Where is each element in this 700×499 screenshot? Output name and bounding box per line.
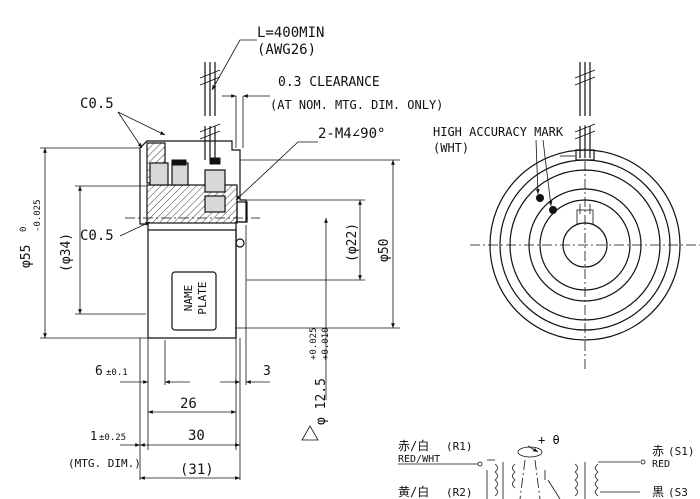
accuracy-mark-callout: HIGH ACCURACY MARK (WHT)	[433, 125, 564, 207]
wiring-schematic: 赤/白 (R1) RED/WHT 黄/白 (R2) + θ 赤 (S1) RED…	[398, 433, 695, 499]
len3-label: 3	[263, 364, 271, 379]
r1-en-label: RED/WHT	[398, 454, 440, 465]
dia55-tol-lower: -0.025	[33, 199, 43, 232]
stator-coil-mid	[171, 162, 189, 186]
chamfer-mid-label: C0.5	[80, 228, 114, 244]
dia22-label: (φ22)	[345, 223, 360, 262]
stator-winding-2	[574, 463, 578, 497]
name-plate-label-2: PLATE	[196, 281, 209, 314]
chamfer-top-label: C0.5	[80, 96, 114, 112]
lead-exit	[209, 157, 221, 165]
s3-jp-label: 黒	[652, 485, 664, 499]
name-plate-label-1: NAME	[182, 285, 195, 312]
r1-jp-label: 赤/白	[398, 438, 429, 453]
lead-gauge-label: (AWG26)	[257, 42, 316, 58]
dia50-label: φ50	[377, 239, 392, 262]
len30-label: 30	[188, 428, 205, 444]
rotor-winding	[486, 459, 498, 499]
stator-winding-1	[512, 463, 516, 489]
bottom-dimensions: 6 ±0.1 3 26 1 ±0.25 30 (MTG. DIM.) (31)	[68, 225, 271, 480]
len31-label: (31)	[180, 462, 214, 478]
dia55-tol-upper: 0	[19, 227, 29, 232]
dia12-5-tol-lower: +0.010	[321, 327, 331, 360]
dia12-5-tol-upper: +0.025	[309, 327, 319, 360]
len26-label: 26	[180, 396, 197, 412]
s3-code-label: (S3	[668, 486, 688, 499]
rotor-coil	[204, 169, 226, 193]
stator-coil-left	[149, 162, 169, 186]
r2-jp-label: 黄/白	[398, 484, 429, 499]
mtg-dim-label: (MTG. DIM.)	[68, 457, 141, 470]
len6-label: 6	[95, 364, 103, 379]
accuracy-dot-2	[549, 206, 557, 214]
theta-label: + θ	[538, 433, 560, 447]
dia55-label: φ55	[19, 245, 34, 268]
len6-tol: ±0.1	[106, 368, 128, 378]
lead-length-label: L=400MIN	[257, 25, 324, 41]
s1-en-label: RED	[652, 459, 670, 470]
top-labels: L=400MIN (AWG26) 0.3 CLEARANCE (AT NOM. …	[80, 25, 443, 244]
left-dimensions: φ55 0 -0.025 (φ34)	[19, 147, 148, 339]
lead-wires-side	[199, 62, 221, 160]
dia34-label: (φ34)	[59, 233, 74, 272]
accuracy-dot-1	[536, 194, 544, 202]
datum-triangle	[301, 425, 319, 441]
stator-winding-3	[595, 463, 599, 497]
rotor-core	[204, 195, 226, 213]
s1-jp-label: 赤	[652, 444, 664, 458]
front-view	[470, 62, 700, 370]
dia12-5-label: φ 12.5	[314, 378, 329, 425]
len1-label: 1	[90, 429, 97, 443]
housing-outline	[139, 140, 247, 339]
clearance-note-label: (AT NOM. MTG. DIM. ONLY)	[270, 98, 443, 112]
lead-clamp	[171, 159, 187, 166]
clearance-label: 0.3 CLEARANCE	[278, 75, 380, 90]
r2-code-label: (R2)	[446, 486, 473, 499]
right-dimensions: (φ22) φ50 φ 12.5 +0.025 +0.010	[236, 159, 400, 441]
r1-code-label: (R1)	[446, 440, 473, 453]
shaft-pin	[235, 238, 245, 248]
side-view: NAME PLATE	[125, 62, 260, 339]
len1-tol: ±0.25	[99, 433, 126, 443]
tapped-holes-label: 2-M4∠90°	[318, 126, 385, 142]
name-plate	[171, 271, 217, 331]
accuracy-mark-label: HIGH ACCURACY MARK	[433, 125, 564, 139]
accuracy-mark-color-label: (WHT)	[433, 141, 469, 155]
shaft-flange	[236, 201, 248, 223]
s1-code-label: (S1)	[668, 445, 695, 458]
